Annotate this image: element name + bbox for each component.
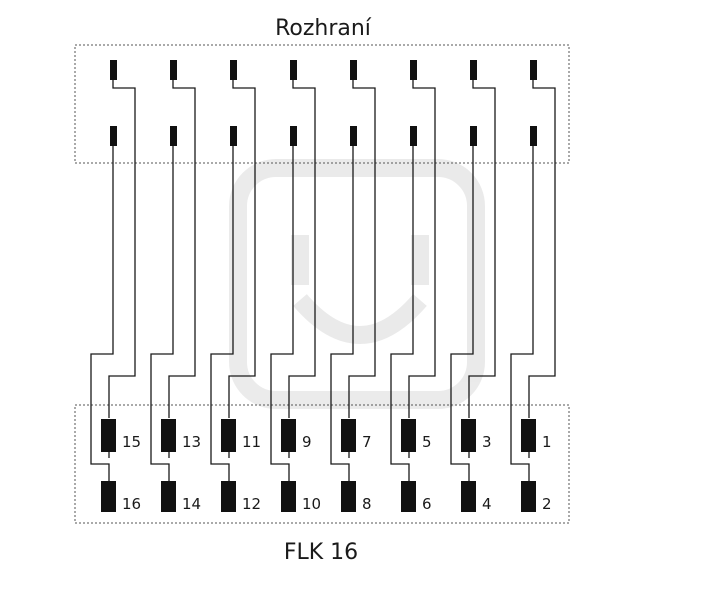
wire-outer [108,80,136,418]
terminal-upper-number: 13 [182,433,201,451]
terminal-lower-number: 2 [542,495,552,513]
wire-inner [450,146,474,482]
terminal-lower [101,481,116,512]
interface-pin-bottom [230,126,237,146]
terminal-lower [221,481,236,512]
interface-pin-bottom [350,126,357,146]
terminal-upper [221,419,236,452]
terminal-block-title: FLK 16 [284,540,358,565]
interface-pin-bottom [530,126,537,146]
terminal-upper-number: 11 [242,433,261,451]
wire-outer [468,80,496,418]
wires [90,80,556,482]
wire-outer [168,80,196,418]
terminal-lower [161,481,176,512]
terminal-lower [521,481,536,512]
terminal-upper-number: 5 [422,433,432,451]
terminal-lower [461,481,476,512]
wire-inner [210,146,234,482]
terminal-upper [281,419,296,452]
wire-inner [330,146,354,482]
wire-inner [390,146,414,482]
terminal-upper-number: 1 [542,433,552,451]
interface-pin-bottom [410,126,417,146]
interface-pin-top [110,60,117,80]
terminal-lower-number: 4 [482,495,492,513]
terminal-upper-number: 7 [362,433,372,451]
terminal-block-box [74,404,570,524]
terminal-upper [101,419,116,452]
terminal-lower [401,481,416,512]
interface-pin-bottom [290,126,297,146]
interface-pin-bottom [110,126,117,146]
interface-pin-top [410,60,417,80]
terminal-lower-number: 12 [242,495,261,513]
interface-pin-top [170,60,177,80]
terminal-upper [461,419,476,452]
terminal-upper [401,419,416,452]
wire-outer [408,80,436,418]
terminal-upper-number: 9 [302,433,312,451]
interface-pin-top [470,60,477,80]
terminal-upper [341,419,356,452]
terminal-upper [161,419,176,452]
terminal-lower-number: 14 [182,495,201,513]
wire-inner [150,146,174,482]
wire-inner [270,146,294,482]
wire-inner [90,146,114,482]
wire-inner [510,146,534,482]
interface-pin-top [290,60,297,80]
interface-pin-top [530,60,537,80]
interface-box [74,44,570,164]
terminal-lower-number: 10 [302,495,321,513]
interface-pin-top [350,60,357,80]
terminal-upper-number: 15 [122,433,141,451]
watermark-logo [229,159,485,409]
terminal-lower-number: 8 [362,495,372,513]
interface-pin-bottom [470,126,477,146]
terminal-lower [281,481,296,512]
wire-outer [228,80,256,418]
terminal-upper-number: 3 [482,433,492,451]
interface-pin-bottom [170,126,177,146]
terminal-upper [521,419,536,452]
terminal-lower-number: 16 [122,495,141,513]
wire-outer [348,80,376,418]
interface-pin-top [230,60,237,80]
wire-outer [528,80,556,418]
interface-title: Rozhraní [275,16,372,41]
terminal-lower-number: 6 [422,495,432,513]
wire-outer [288,80,316,418]
terminal-lower [341,481,356,512]
pins [101,60,537,512]
